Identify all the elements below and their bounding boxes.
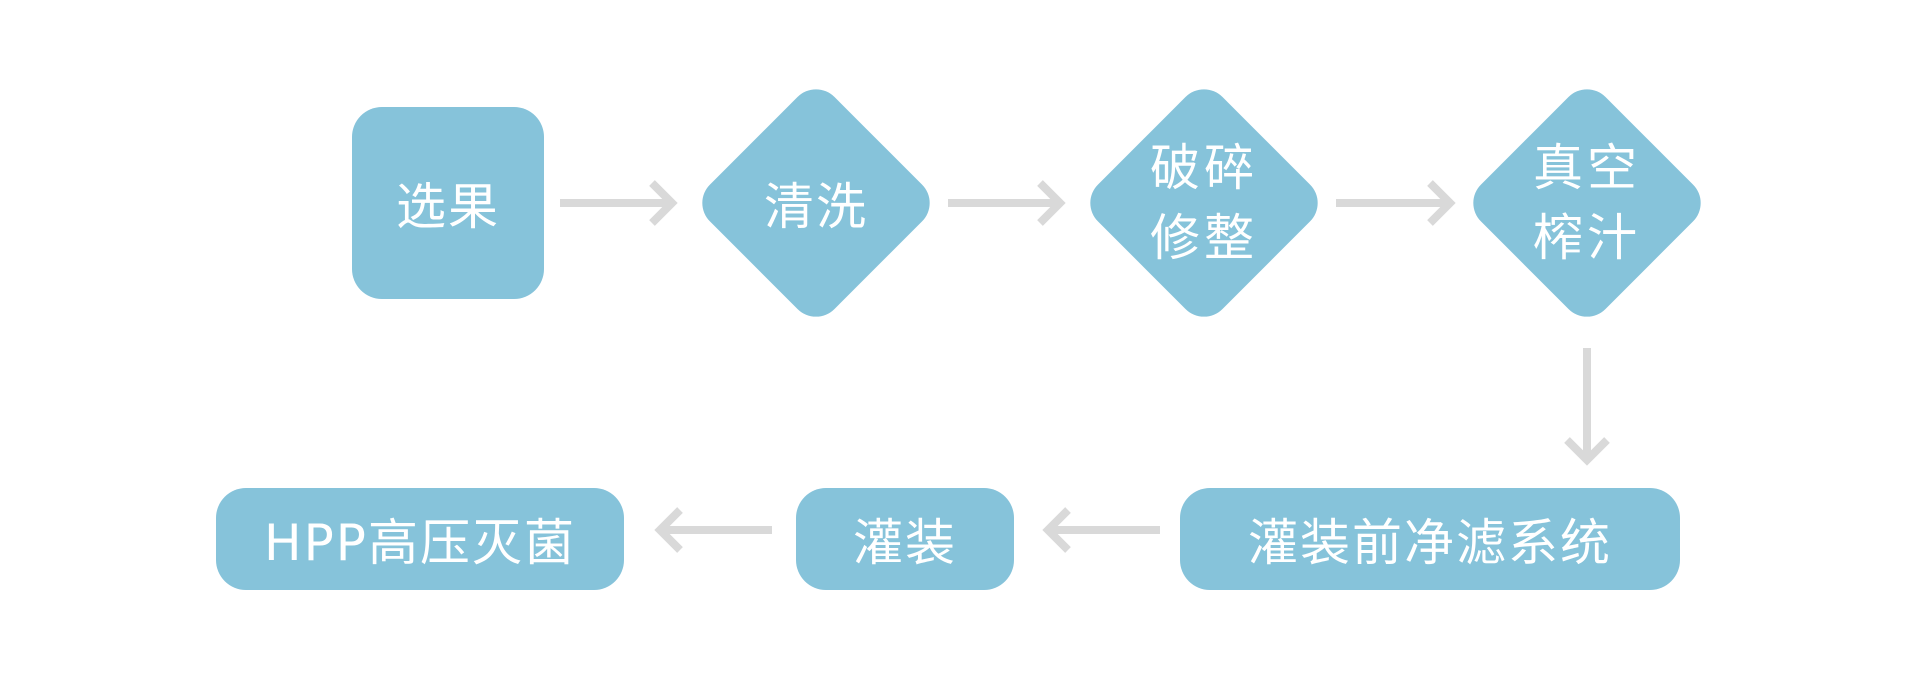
node-prefill-filter: 灌装前净滤系统	[1180, 488, 1680, 590]
arrow-crush-to-press	[1336, 180, 1456, 226]
node-prefill-filter-label: 灌装前净滤系统	[1248, 514, 1612, 572]
node-wash: 清洗	[716, 103, 916, 303]
node-wash-label: 清洗	[764, 178, 868, 236]
arrow-fill-to-hpp	[654, 507, 772, 553]
arrow-press-to-filter	[1564, 348, 1610, 466]
node-fill-label: 灌装	[853, 514, 957, 572]
node-hpp-sterilization-label: HPP高压灭菌	[264, 514, 576, 572]
node-fill: 灌装	[796, 488, 1014, 590]
node-hpp-sterilization: HPP高压灭菌	[216, 488, 624, 590]
node-crush-trim: 破碎修整	[1104, 103, 1304, 303]
arrow-select-to-wash	[560, 180, 678, 226]
node-vacuum-press-label: 真空榨汁	[1533, 139, 1641, 267]
node-vacuum-press: 真空榨汁	[1487, 103, 1687, 303]
node-crush-trim-label: 破碎修整	[1150, 139, 1258, 267]
arrow-wash-to-crush	[948, 180, 1066, 226]
arrow-filter-to-fill	[1042, 507, 1160, 553]
node-select-fruit: 选果	[352, 107, 544, 299]
node-select-fruit-label: 选果	[396, 178, 500, 236]
